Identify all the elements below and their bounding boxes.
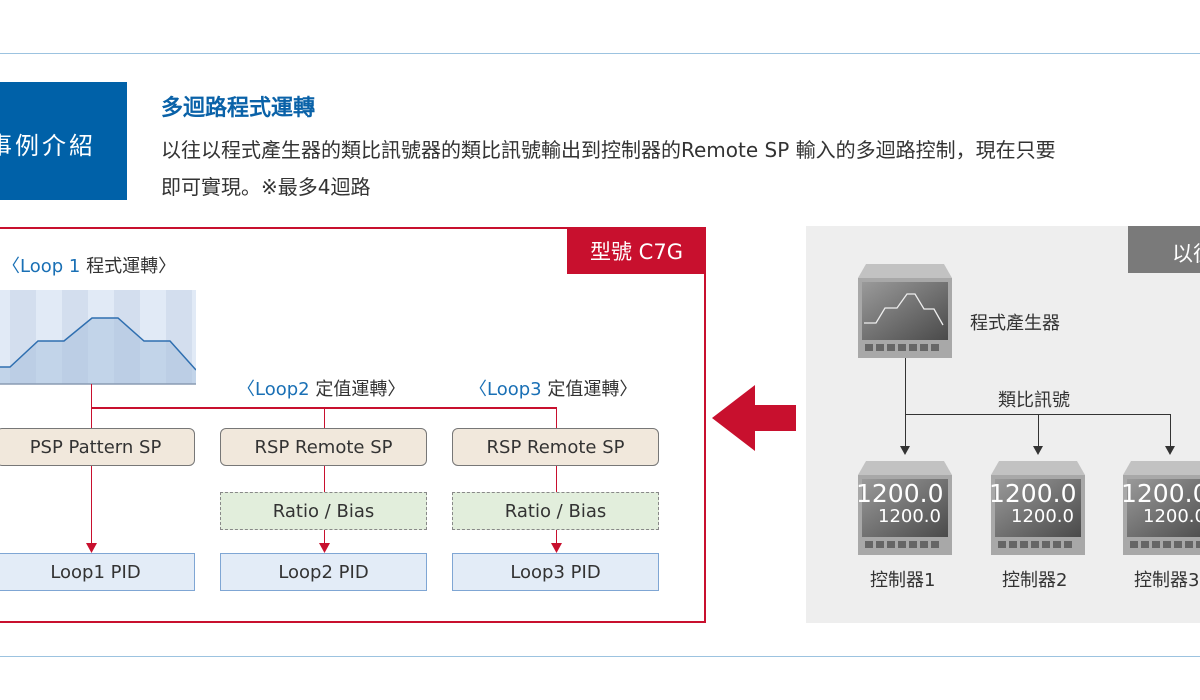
section-tag-text: 事例介紹 xyxy=(0,132,96,160)
controller-device-icon xyxy=(991,461,1085,555)
controller-1-device: 1200.0 1200.0 xyxy=(856,461,952,557)
loop3-label-suffix: 定值運轉〉 xyxy=(541,379,638,400)
arrowheads xyxy=(86,543,562,553)
controller-sv: 1200.0 xyxy=(1011,506,1074,527)
ratio-bias-box-2: Ratio / Bias xyxy=(220,492,427,530)
loop3-label: 〈Loop3 定值運轉〉 xyxy=(469,375,637,401)
setpoint-box-psp: PSP Pattern SP xyxy=(0,428,195,466)
setpoint-box-rsp-2: RSP Remote SP xyxy=(220,428,427,466)
connector-line xyxy=(556,407,557,428)
signal-line xyxy=(1038,414,1039,448)
controller-sv: 1200.0 xyxy=(1143,506,1200,527)
model-tag: 型號 C7G xyxy=(567,227,706,274)
setpoint-box-rsp-3: RSP Remote SP xyxy=(452,428,659,466)
loop1-label-prefix: 〈Loop 1 xyxy=(2,256,81,277)
arrow-down-icon xyxy=(86,543,97,553)
connector-line xyxy=(91,384,92,428)
pid-box-loop2: Loop2 PID xyxy=(220,553,427,591)
analog-signal-label: 類比訊號 xyxy=(998,390,1070,411)
loop1-label-suffix: 程式運轉〉 xyxy=(80,256,177,277)
controller-1-label: 控制器1 xyxy=(870,570,936,591)
controller-pv: 1200.0 xyxy=(989,479,1077,508)
controller-3-label: 控制器3 xyxy=(1134,570,1200,591)
program-generator-label: 程式產生器 xyxy=(970,313,1060,334)
loop2-label: 〈Loop2 定值運轉〉 xyxy=(237,375,405,401)
arrow-down-icon xyxy=(551,543,562,553)
pid-box-loop3: Loop3 PID xyxy=(452,553,659,591)
controller-device-icon xyxy=(1123,461,1200,555)
arrow-down-icon xyxy=(1165,446,1175,455)
program-generator-device-icon xyxy=(858,264,952,358)
top-divider xyxy=(0,53,1200,54)
section-tag: 事例介紹 xyxy=(0,82,127,200)
connector-line xyxy=(91,466,92,546)
controller-pv: 1200.0 xyxy=(1121,479,1200,508)
connector-line xyxy=(556,530,557,546)
controller-device-icon xyxy=(858,461,952,555)
connector-line xyxy=(324,407,325,428)
program-pattern-chart xyxy=(0,290,196,385)
description-line-2: 即可實現。※最多4迴路 xyxy=(161,175,371,199)
signal-line xyxy=(1170,414,1171,448)
pid-box-loop1: Loop1 PID xyxy=(0,553,195,591)
controller-sv: 1200.0 xyxy=(878,506,941,527)
controller-3-device: 1200.0 1200.0 xyxy=(1121,461,1200,557)
replace-arrow-icon xyxy=(712,385,796,451)
connector-line xyxy=(324,530,325,546)
arrow-down-icon xyxy=(319,543,330,553)
loop2-label-prefix: 〈Loop2 xyxy=(237,379,310,400)
old-system-tag: 以往 xyxy=(1128,226,1200,273)
section-title: 多迴路程式運轉 xyxy=(161,96,316,121)
connector-line xyxy=(324,466,325,492)
connector-line xyxy=(556,466,557,492)
arrow-down-icon xyxy=(900,446,910,455)
controller-2-device: 1200.0 1200.0 xyxy=(989,461,1085,557)
description-line-1: 以往以程式產生器的類比訊號器的類比訊號輸出到控制器的Remote SP 輸入的多… xyxy=(161,138,1056,162)
controller-2-label: 控制器2 xyxy=(1002,570,1068,591)
signal-arrowheads xyxy=(900,446,1175,455)
loop3-label-prefix: 〈Loop3 xyxy=(469,379,542,400)
bottom-divider xyxy=(0,656,1200,657)
loop1-label: 〈Loop 1 程式運轉〉 xyxy=(2,252,176,278)
new-system-frame xyxy=(0,227,706,623)
loop2-label-suffix: 定值運轉〉 xyxy=(309,379,406,400)
controller-pv: 1200.0 xyxy=(856,479,944,508)
ratio-bias-box-3: Ratio / Bias xyxy=(452,492,659,530)
signal-line xyxy=(905,358,906,448)
arrow-down-icon xyxy=(1033,446,1043,455)
